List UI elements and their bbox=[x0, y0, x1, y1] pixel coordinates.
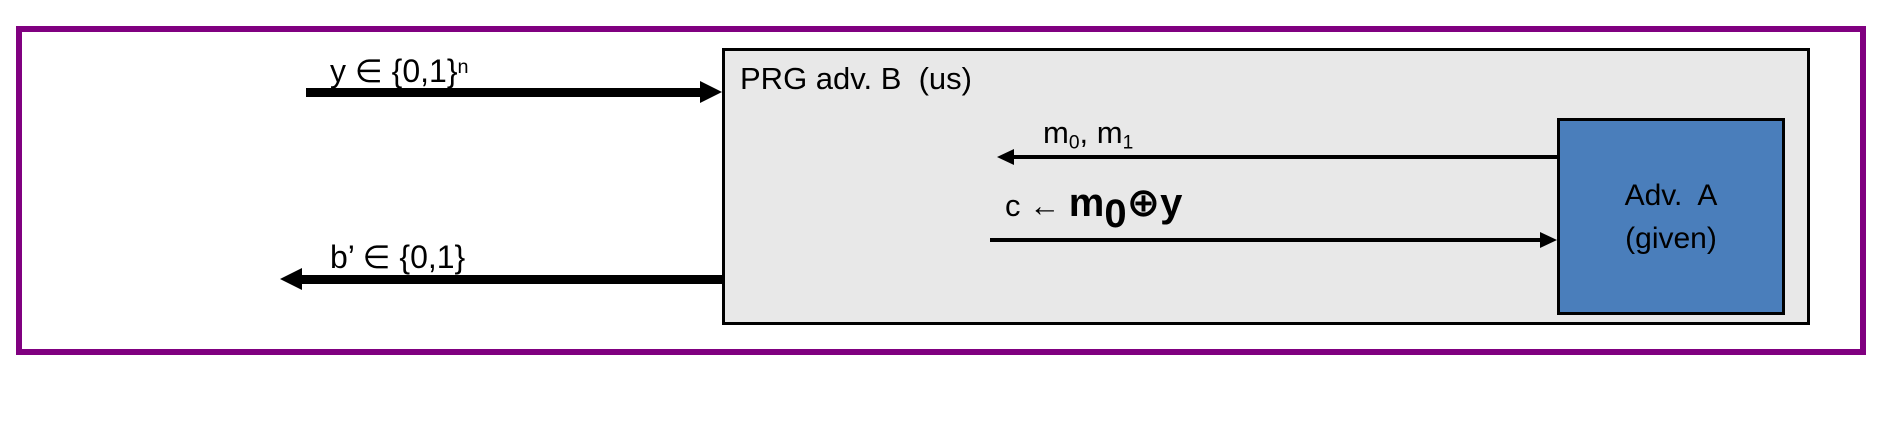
messages-label: m0, m1 bbox=[1043, 115, 1133, 154]
ciphertext-label-m-sub: 0 bbox=[1104, 192, 1127, 237]
messages-label-m0-sub: 0 bbox=[1068, 132, 1080, 154]
ciphertext-arrow-head bbox=[1540, 232, 1557, 248]
ciphertext-label-prefix: c ← bbox=[1005, 188, 1069, 223]
ciphertext-label-m: m bbox=[1068, 181, 1105, 225]
output-b-label: b’ ∈ {0,1} bbox=[330, 239, 466, 275]
input-y-label-sup: n bbox=[457, 56, 469, 79]
input-y-arrow-head bbox=[700, 81, 722, 103]
adversary-a-line2: (given) bbox=[1625, 221, 1717, 255]
input-y-label: y ∈ {0,1}n bbox=[330, 52, 469, 90]
input-y-label-text: y ∈ {0,1} bbox=[330, 53, 458, 89]
prg-adversary-label: PRG adv. B (us) bbox=[740, 61, 972, 96]
messages-label-m1-sub: 1 bbox=[1122, 132, 1134, 154]
adversary-a-box: Adv. A (given) bbox=[1557, 118, 1785, 315]
ciphertext-label-y: y bbox=[1160, 181, 1183, 225]
input-y-arrow-shaft bbox=[306, 88, 702, 97]
messages-arrow-shaft bbox=[1012, 155, 1558, 159]
messages-label-m1: m bbox=[1096, 115, 1123, 150]
ciphertext-arrow-shaft bbox=[990, 238, 1542, 242]
messages-label-sep: , bbox=[1079, 115, 1097, 150]
adversary-a-line1: Adv. A bbox=[1624, 178, 1718, 212]
messages-label-m0: m bbox=[1043, 115, 1069, 150]
ciphertext-label: c ← m0⊕y bbox=[1005, 180, 1182, 237]
purple-outer-frame bbox=[16, 26, 1866, 355]
messages-arrow-head bbox=[997, 149, 1014, 165]
output-b-arrow-head bbox=[280, 268, 302, 290]
xor-icon: ⊕ bbox=[1126, 181, 1161, 225]
